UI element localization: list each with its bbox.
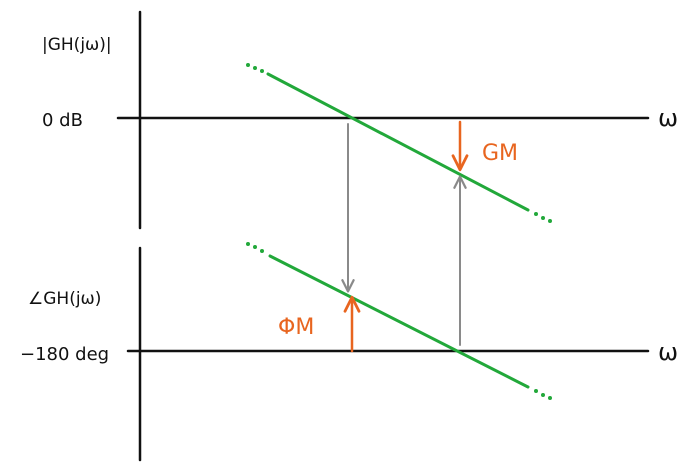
omega-label-bottom: ω bbox=[658, 338, 678, 366]
magnitude-curve-dots-start bbox=[246, 63, 264, 73]
zero-db-label: 0 dB bbox=[42, 110, 83, 131]
magnitude-axis-label: |GH(jω)| bbox=[42, 35, 112, 55]
phase-curve-dots-start bbox=[246, 242, 264, 253]
gain-margin-label: GM bbox=[482, 141, 518, 166]
phase-curve-dots-end bbox=[534, 389, 552, 400]
magnitude-curve bbox=[266, 72, 530, 212]
phase-margin-label: ΦM bbox=[278, 315, 314, 340]
minus-180-label: −180 deg bbox=[20, 344, 109, 365]
phase-axis-label: ∠GH(jω) bbox=[28, 289, 101, 309]
magnitude-curve-dots-end bbox=[534, 212, 552, 223]
omega-label-top: ω bbox=[658, 104, 678, 132]
phase-curve bbox=[268, 254, 530, 389]
